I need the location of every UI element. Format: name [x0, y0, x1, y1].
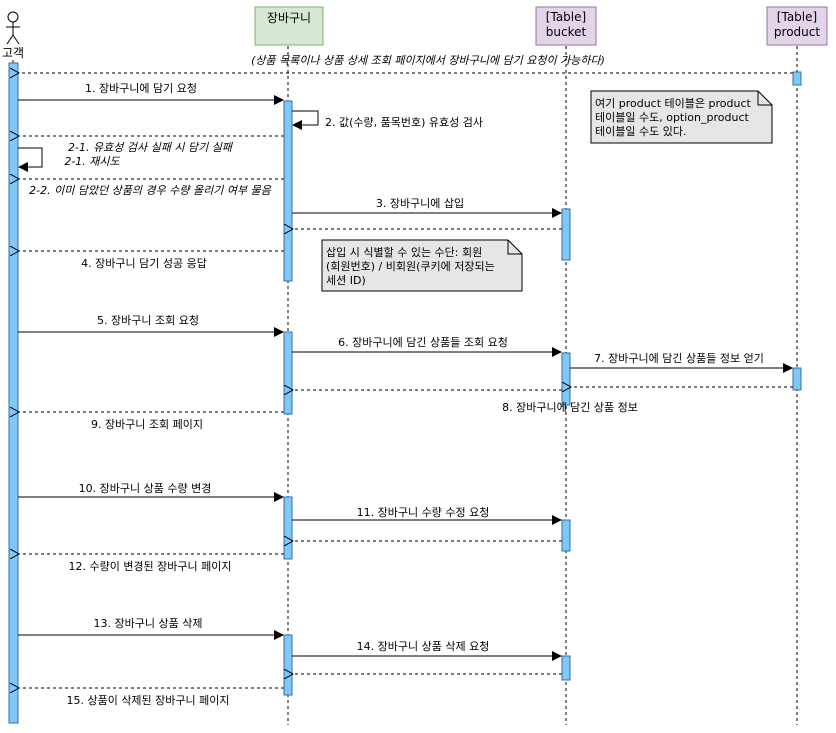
message-11-label: 11. 장바구니 수량 수정 요청 [357, 506, 490, 519]
product-label-line1: [Table] [777, 10, 817, 24]
message-2-1-label: 2-1. 유효성 검사 실패 시 담기 실패 [68, 141, 234, 154]
bucket-label-line2: bucket [546, 25, 587, 39]
product-activation-2 [792, 367, 802, 391]
bucket-participant: [Table] bucket [535, 6, 597, 46]
message-9: 9. 장바구니 조회 페이지 [19, 412, 284, 431]
message-14-label: 14. 장바구니 상품 삭제 요청 [357, 640, 490, 653]
cart-label: 장바구니 [267, 11, 311, 25]
customer-actor: 고객 [2, 11, 24, 60]
message-15: 15. 상품이 삭제된 장바구니 페이지 [19, 688, 284, 707]
message-0: (상품 목록이나 상품 상세 조회 페이지에서 장바구니에 담기 요청이 가능하… [19, 54, 793, 73]
message-5: 5. 장바구니 조회 요청 [18, 314, 284, 337]
bucket-activation-1 [561, 208, 571, 261]
message-10: 10. 장바구니 상품 수량 변경 [18, 482, 284, 502]
bucket-activation-4 [561, 655, 571, 681]
cart-activation-2 [283, 331, 293, 415]
message-3-label: 3. 장바구니에 삽입 [376, 197, 464, 210]
message-1-label: 1. 장바구니에 담기 요청 [85, 82, 197, 95]
message-13-label: 13. 장바구니 상품 삭제 [94, 617, 203, 630]
message-12: 12. 수량이 변경된 장바구니 페이지 [19, 554, 284, 573]
product-activation-top [792, 71, 802, 86]
product-note-line2: 테이블일 수도, option_product [595, 110, 749, 124]
message-2-1: 2-1. 유효성 검사 실패 시 담기 실패 [19, 136, 284, 154]
message-0-label: (상품 목록이나 상품 상세 조회 페이지에서 장바구니에 담기 요청이 가능하… [251, 54, 605, 67]
customer-label: 고객 [2, 46, 24, 60]
message-11: 11. 장바구니 수량 수정 요청 [292, 506, 562, 525]
cart-activation-3 [283, 496, 293, 560]
message-15-label: 15. 상품이 삭제된 장바구니 페이지 [66, 694, 229, 707]
product-table-note: 여기 product 테이블은 product 테이블일 수도, option_… [590, 90, 773, 144]
message-12-label: 12. 수량이 변경된 장바구니 페이지 [68, 560, 231, 573]
message-4: 4. 장바구니 담기 성공 응답 [19, 251, 284, 270]
cart-participant: 장바구니 [254, 6, 324, 46]
message-3: 3. 장바구니에 삽입 [292, 197, 562, 218]
product-label-line2: product [774, 25, 820, 39]
product-participant: [Table] product [766, 6, 828, 46]
bucket-activation-2 [561, 352, 571, 406]
message-10-label: 10. 장바구니 상품 수량 변경 [79, 482, 212, 495]
insert-note-line3: 세션 ID) [326, 274, 366, 287]
message-7-label: 7. 장바구니에 담긴 상품들 정보 얻기 [594, 352, 764, 365]
message-6-label: 6. 장바구니에 담긴 상품들 조회 요청 [338, 336, 508, 349]
bucket-label-line1: [Table] [546, 10, 586, 24]
message-2-1-retry: 2-1. 재시도 [18, 147, 121, 172]
message-9-label: 9. 장바구니 조회 페이지 [91, 418, 203, 431]
insert-note-line1: 삽입 시 식별할 수 있는 수단: 회원 [326, 246, 482, 259]
message-2-2: 2-2. 이미 담았던 상품의 경우 수량 올리기 여부 물음 [19, 179, 284, 197]
customer-activation [8, 62, 19, 724]
message-7: 7. 장바구니에 담긴 상품들 정보 얻기 [570, 352, 793, 373]
message-6: 6. 장바구니에 담긴 상품들 조회 요청 [292, 336, 562, 357]
message-13: 13. 장바구니 상품 삭제 [18, 617, 284, 640]
message-2-2-label: 2-2. 이미 담았던 상품의 경우 수량 올리기 여부 물음 [29, 184, 272, 197]
message-8-label: 8. 장바구니에 담긴 상품 정보 [502, 401, 638, 414]
message-8: 8. 장바구니에 담긴 상품 정보 [293, 390, 638, 414]
message-2-1-retry-label: 2-1. 재시도 [64, 155, 120, 168]
message-14: 14. 장바구니 상품 삭제 요청 [292, 640, 562, 661]
message-2-self-call: 2. 값(수량, 품목번호) 유효성 검사 [292, 110, 483, 130]
cart-activation-1 [283, 100, 293, 282]
actor-icon [6, 11, 20, 45]
product-note-line3: 테이블일 수도 있다. [595, 124, 686, 138]
message-5-label: 5. 장바구니 조회 요청 [97, 314, 199, 327]
insert-note-line2: (회원번호) / 비회원(쿠키에 저장되는 [326, 260, 495, 273]
product-note-line1: 여기 product 테이블은 product [595, 97, 752, 110]
cart-activation-4 [283, 634, 293, 696]
bucket-activation-3 [561, 519, 571, 552]
insert-identification-note: 삽입 시 식별할 수 있는 수단: 회원 (회원번호) / 비회원(쿠키에 저장… [321, 239, 523, 292]
message-4-label: 4. 장바구니 담기 성공 응답 [81, 257, 207, 270]
message-1: 1. 장바구니에 담기 요청 [18, 82, 284, 105]
message-2-label: 2. 값(수량, 품목번호) 유효성 검사 [325, 116, 483, 129]
